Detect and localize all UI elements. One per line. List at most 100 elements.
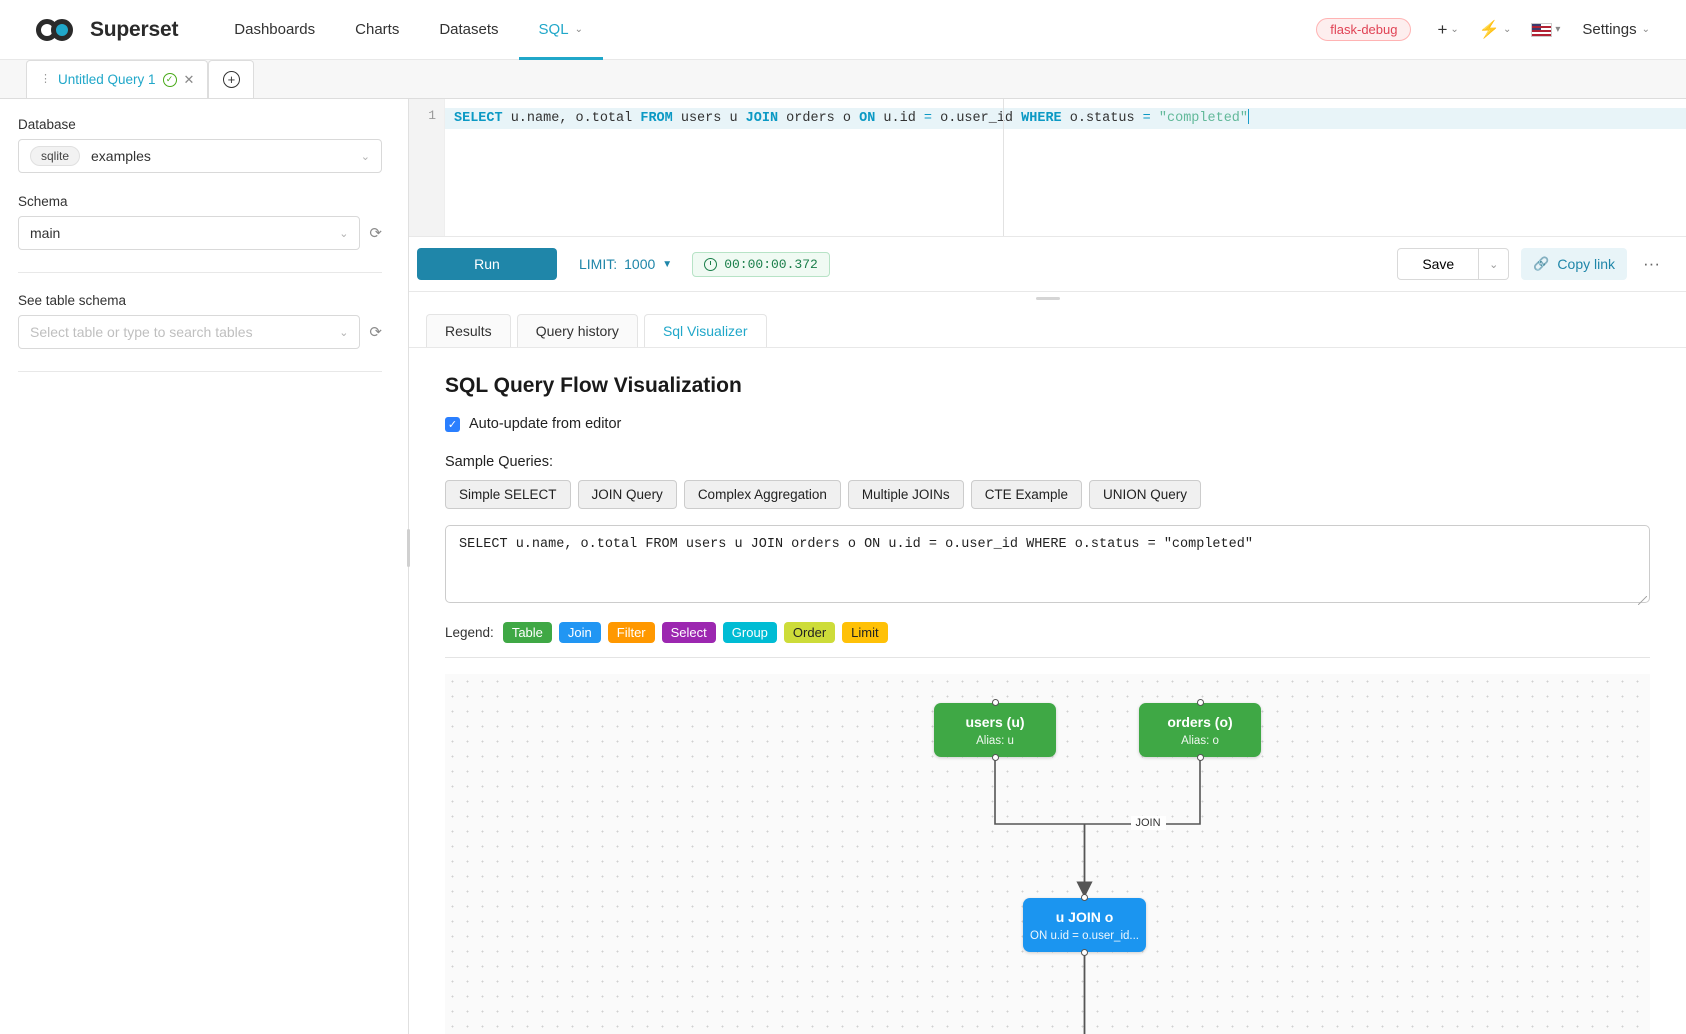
language-selector[interactable]: ▾ <box>1523 17 1568 43</box>
legend-chip-group: Group <box>722 622 777 643</box>
editor-toolbar: Run LIMIT: 1000 ▼ 00:00:00.372 Save ⌄ 🔗 <box>409 237 1686 292</box>
see-table-schema-label: See table schema <box>18 293 127 308</box>
auto-update-checkbox[interactable]: ✓ <box>445 416 460 432</box>
database-select[interactable]: sqlite examples ⌄ <box>18 139 382 173</box>
query-tab-untitled-query-1[interactable]: ⋮ Untitled Query 1 ✓ ✕ <box>26 60 209 98</box>
toolbar-right: Save ⌄ 🔗 Copy link ··· <box>1397 248 1664 280</box>
flow-node-subtitle: ON u.id = o.user_id... <box>1030 929 1139 942</box>
nav-label-dashboards: Dashboards <box>234 21 316 38</box>
tab-results[interactable]: Results <box>426 314 511 347</box>
sql-visualizer-panel: SQL Query Flow Visualization ✓ Auto-upda… <box>409 348 1686 1034</box>
flow-node-subtitle: Alias: u <box>976 734 1014 747</box>
add-query-tab-button[interactable]: + <box>208 60 255 98</box>
legend-label: Legend: <box>445 625 494 640</box>
limit-dropdown[interactable]: LIMIT: 1000 ▼ <box>579 256 672 272</box>
flow-canvas[interactable]: users (u)Alias: u orders (o)Alias: o u JOI… <box>445 674 1650 1034</box>
tabs-underline <box>409 347 1686 348</box>
database-label: Database <box>18 117 76 132</box>
node-port-bottom[interactable] <box>991 754 999 761</box>
sample-query-button-3[interactable]: Multiple JOINs <box>847 480 964 509</box>
node-port-bottom[interactable] <box>1081 949 1088 956</box>
top-navbar: Superset Dashboards Charts Datasets SQL … <box>0 0 1686 60</box>
save-button[interactable]: Save <box>1397 248 1480 280</box>
editor-code-area[interactable]: SELECT u.name, o.total FROM users u JOIN… <box>445 99 1686 236</box>
tab-sql-visualizer-label: Sql Visualizer <box>662 323 748 339</box>
chevron-down-icon: ⌄ <box>1489 258 1499 271</box>
copy-link-label: Copy link <box>1557 256 1616 272</box>
editor-gutter: 1 <box>409 99 445 236</box>
flow-node-users[interactable]: users (u)Alias: u <box>934 699 1056 761</box>
schema-value: main <box>30 225 61 241</box>
limit-value: 1000 <box>624 256 656 272</box>
schema-row: main ⌄ ⟳ <box>18 216 382 250</box>
textarea-resize-grip-icon[interactable] <box>1638 596 1647 605</box>
superset-logo-icon <box>36 18 80 41</box>
table-placeholder: Select table or type to search tables <box>30 324 253 340</box>
node-port-bottom[interactable] <box>1196 754 1204 761</box>
node-port-top[interactable] <box>1081 894 1088 901</box>
line-number: 1 <box>428 108 436 123</box>
sample-query-button-1[interactable]: JOIN Query <box>577 480 677 509</box>
plus-circle-icon: + <box>222 71 240 88</box>
legend-chip-filter: Filter <box>607 622 655 643</box>
legend-chip-join: Join <box>558 622 601 643</box>
schema-label: Schema <box>18 194 68 209</box>
sample-query-button-5[interactable]: UNION Query <box>1088 480 1201 509</box>
nav-label-charts: Charts <box>355 21 400 38</box>
table-select[interactable]: Select table or type to search tables ⌄ <box>18 315 361 349</box>
sample-query-button-2[interactable]: Complex Aggregation <box>683 480 841 509</box>
tab-sql-visualizer[interactable]: Sql Visualizer <box>643 314 767 347</box>
legend-chip-limit: Limit <box>842 622 888 643</box>
nav-right-actions: flask-debug + ⌄ ⚡ ⌄ ▾ Settings ⌄ <box>1316 14 1686 46</box>
flow-node-title: u JOIN o <box>1055 908 1114 925</box>
flow-node-orders[interactable]: orders (o)Alias: o <box>1139 699 1261 761</box>
settings-menu[interactable]: Settings ⌄ <box>1572 15 1660 44</box>
brand-name: Superset <box>90 17 179 41</box>
run-button[interactable]: Run <box>417 248 557 280</box>
sql-editor: 1 SELECT u.name, o.total FROM users u JO… <box>409 99 1686 237</box>
refresh-tables-icon[interactable]: ⟳ <box>369 324 382 341</box>
quick-actions-button[interactable]: ⚡ ⌄ <box>1471 14 1520 46</box>
flow-node-join[interactable]: u JOIN o ON u.id = o.user_id... <box>1023 894 1146 956</box>
more-options-icon[interactable]: ··· <box>1643 254 1660 273</box>
sample-query-button-0[interactable]: Simple SELECT <box>445 480 571 509</box>
plus-icon: + <box>1437 19 1448 39</box>
close-icon[interactable]: ✕ <box>183 71 195 87</box>
chevron-down-icon: ▼ <box>662 258 673 270</box>
database-value: examples <box>91 148 151 164</box>
nav-label-sql: SQL <box>538 21 569 38</box>
nav-item-datasets[interactable]: Datasets <box>419 0 518 60</box>
refresh-schemas-icon[interactable]: ⟳ <box>369 225 382 242</box>
node-port-top[interactable] <box>1196 699 1204 706</box>
nav-item-charts[interactable]: Charts <box>335 0 419 60</box>
success-check-icon: ✓ <box>162 72 177 87</box>
legend-chip-table: Table <box>502 622 552 643</box>
legend-chip-order: Order <box>783 622 836 643</box>
chevron-down-icon: ⌄ <box>1502 24 1512 35</box>
flow-node-title: orders (o) <box>1167 713 1233 730</box>
limit-label: LIMIT: <box>579 256 618 272</box>
node-port-top[interactable] <box>991 699 999 706</box>
pane-resize-handle[interactable] <box>409 292 1686 304</box>
settings-label: Settings <box>1582 21 1637 38</box>
nav-item-dashboards[interactable]: Dashboards <box>214 0 335 60</box>
nav-item-sql[interactable]: SQL ⌄ <box>519 0 603 60</box>
chevron-down-icon: ⌄ <box>574 24 583 35</box>
sidebar-resize-handle[interactable] <box>407 529 410 568</box>
brand[interactable]: Superset <box>0 18 178 42</box>
save-dropdown-button[interactable]: ⌄ <box>1479 248 1510 280</box>
schema-select[interactable]: main ⌄ <box>18 216 361 250</box>
ace-editor[interactable]: 1 SELECT u.name, o.total FROM users u JO… <box>409 99 1686 236</box>
flask-debug-badge: flask-debug <box>1316 18 1412 41</box>
new-item-button[interactable]: + ⌄ <box>1429 14 1466 46</box>
editor-column-guide <box>1003 99 1004 236</box>
copy-link-button[interactable]: 🔗 Copy link <box>1521 248 1628 280</box>
sample-queries-label: Sample Queries: <box>445 454 553 470</box>
tab-query-history[interactable]: Query history <box>516 314 638 347</box>
sample-query-button-4[interactable]: CTE Example <box>970 480 1082 509</box>
query-input[interactable] <box>445 525 1650 603</box>
primary-nav: Dashboards Charts Datasets SQL ⌄ <box>214 0 603 60</box>
drag-handle-icon[interactable]: ⋮ <box>40 73 51 85</box>
